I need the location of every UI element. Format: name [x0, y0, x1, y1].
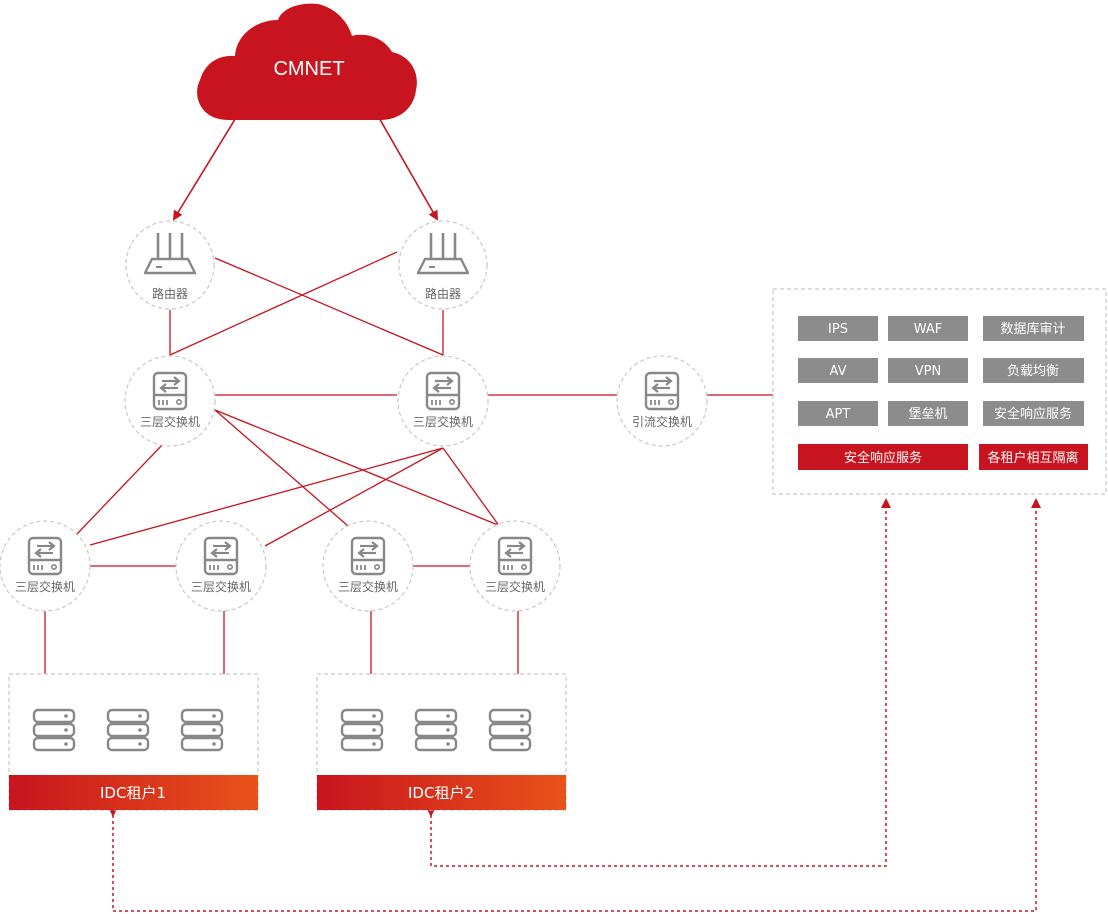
access-switch-2[interactable]: 三层交换机: [175, 520, 267, 612]
tenant-label: IDC租户1: [100, 784, 166, 802]
access-switch-4[interactable]: 三层交换机: [469, 520, 561, 612]
dotted-link-tenant2-service: [426, 498, 891, 867]
router-label: 路由器: [152, 286, 188, 301]
router-label: 路由器: [425, 286, 461, 301]
switch-label: 三层交换机: [140, 414, 200, 429]
switch-label: 三层交换机: [485, 579, 545, 594]
chip-av[interactable]: AV: [798, 358, 878, 383]
chip-label: AV: [830, 364, 847, 379]
footer-tenant-isolation[interactable]: 各租户相互隔离: [979, 444, 1088, 470]
tenant-bar: [9, 775, 258, 810]
footer-label: 安全响应服务: [844, 450, 922, 466]
diversion-switch[interactable]: 引流交换机: [616, 355, 708, 447]
link-core1-access3: [214, 409, 349, 527]
chip-db-audit[interactable]: 数据库审计: [983, 316, 1084, 341]
cloud-shape: [197, 3, 417, 120]
link-router2-core1: [169, 251, 398, 356]
switch-label: 三层交换机: [338, 579, 398, 594]
chip-label: APT: [826, 407, 851, 422]
switch-label: 引流交换机: [632, 414, 692, 429]
chip-label: 安全响应服务: [994, 406, 1072, 422]
core-switch-1[interactable]: 三层交换机: [124, 355, 216, 447]
switch-label: 三层交换机: [15, 579, 75, 594]
chip-waf[interactable]: WAF: [888, 316, 968, 341]
link-core2-access4: [442, 447, 501, 528]
cloud-label: CMNET: [273, 58, 344, 80]
dotted-link-tenant1-isolation: [108, 498, 1041, 912]
connection-lines: [44, 251, 773, 674]
router-2[interactable]: 路由器: [398, 220, 488, 310]
chip-label: WAF: [914, 322, 943, 337]
router-1[interactable]: 路由器: [125, 220, 215, 310]
chip-label: VPN: [915, 364, 941, 379]
core-switch-2[interactable]: 三层交换机: [397, 355, 489, 447]
chip-label: 堡垒机: [908, 406, 947, 422]
tenant-label: IDC租户2: [408, 784, 474, 802]
footer-label: 各租户相互隔离: [987, 450, 1078, 466]
chip-response-service[interactable]: 安全响应服务: [983, 401, 1084, 426]
isolation-arrows: [108, 498, 1041, 912]
chip-ips[interactable]: IPS: [798, 316, 878, 341]
chip-label: 数据库审计: [1000, 321, 1065, 337]
chip-apt[interactable]: APT: [798, 401, 878, 426]
link-core1-access1: [76, 443, 164, 535]
tenant-2-box[interactable]: IDC租户2: [316, 673, 567, 811]
chip-label: 负载均衡: [1007, 364, 1059, 379]
arrow-cloud-router1: [172, 115, 238, 221]
access-switch-3[interactable]: 三层交换机: [322, 520, 414, 612]
tenant-bar: [317, 775, 566, 810]
access-switch-1[interactable]: 三层交换机: [0, 520, 91, 612]
link-router1-core2: [214, 257, 444, 356]
chip-label: IPS: [828, 322, 848, 337]
cmnet-cloud: CMNET: [197, 3, 417, 120]
chip-vpn[interactable]: VPN: [888, 358, 968, 383]
security-services-panel: IPS WAF 数据库审计 AV VPN 负载均衡 APT 堡垒机 安全响应服务…: [772, 288, 1107, 495]
footer-response-service[interactable]: 安全响应服务: [798, 444, 968, 470]
switch-label: 三层交换机: [413, 414, 473, 429]
arrow-cloud-router2: [377, 115, 438, 221]
tenant-1-box[interactable]: IDC租户1: [8, 673, 259, 811]
chip-bastion[interactable]: 堡垒机: [888, 401, 968, 426]
switch-label: 三层交换机: [191, 579, 251, 594]
chip-load-balance[interactable]: 负载均衡: [983, 358, 1084, 383]
